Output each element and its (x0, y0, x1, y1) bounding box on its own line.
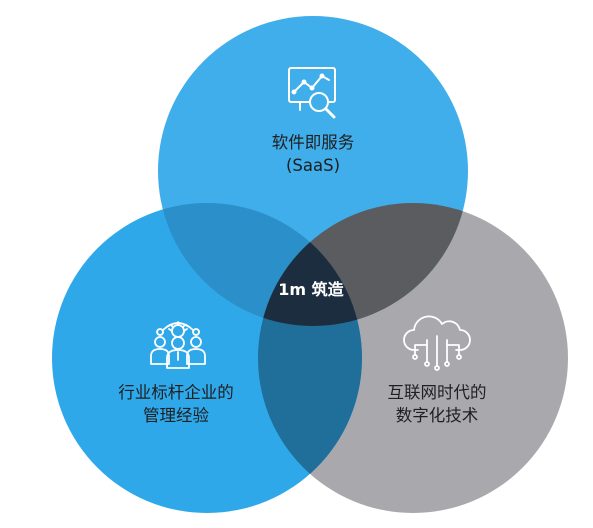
right-label-line1: 互联网时代的 (387, 383, 487, 402)
right-label: 互联网时代的 数字化技术 (362, 381, 512, 427)
left-label: 行业标杆企业的 管理经验 (96, 381, 256, 427)
top-label: 软件即服务 (SaaS) (238, 131, 388, 177)
team-management-icon (150, 321, 206, 369)
right-label-line2: 数字化技术 (395, 406, 479, 425)
top-label-line1: 软件即服务 (271, 133, 355, 152)
overlap-center (258, 203, 362, 326)
analytics-search-icon (288, 67, 336, 119)
top-label-line2: (SaaS) (285, 156, 341, 175)
center-label: 1m 筑造 (278, 280, 344, 299)
left-label-line2: 管理经验 (143, 406, 209, 425)
left-label-line1: 行业标杆企业的 (118, 383, 234, 402)
cloud-network-icon (403, 315, 471, 371)
